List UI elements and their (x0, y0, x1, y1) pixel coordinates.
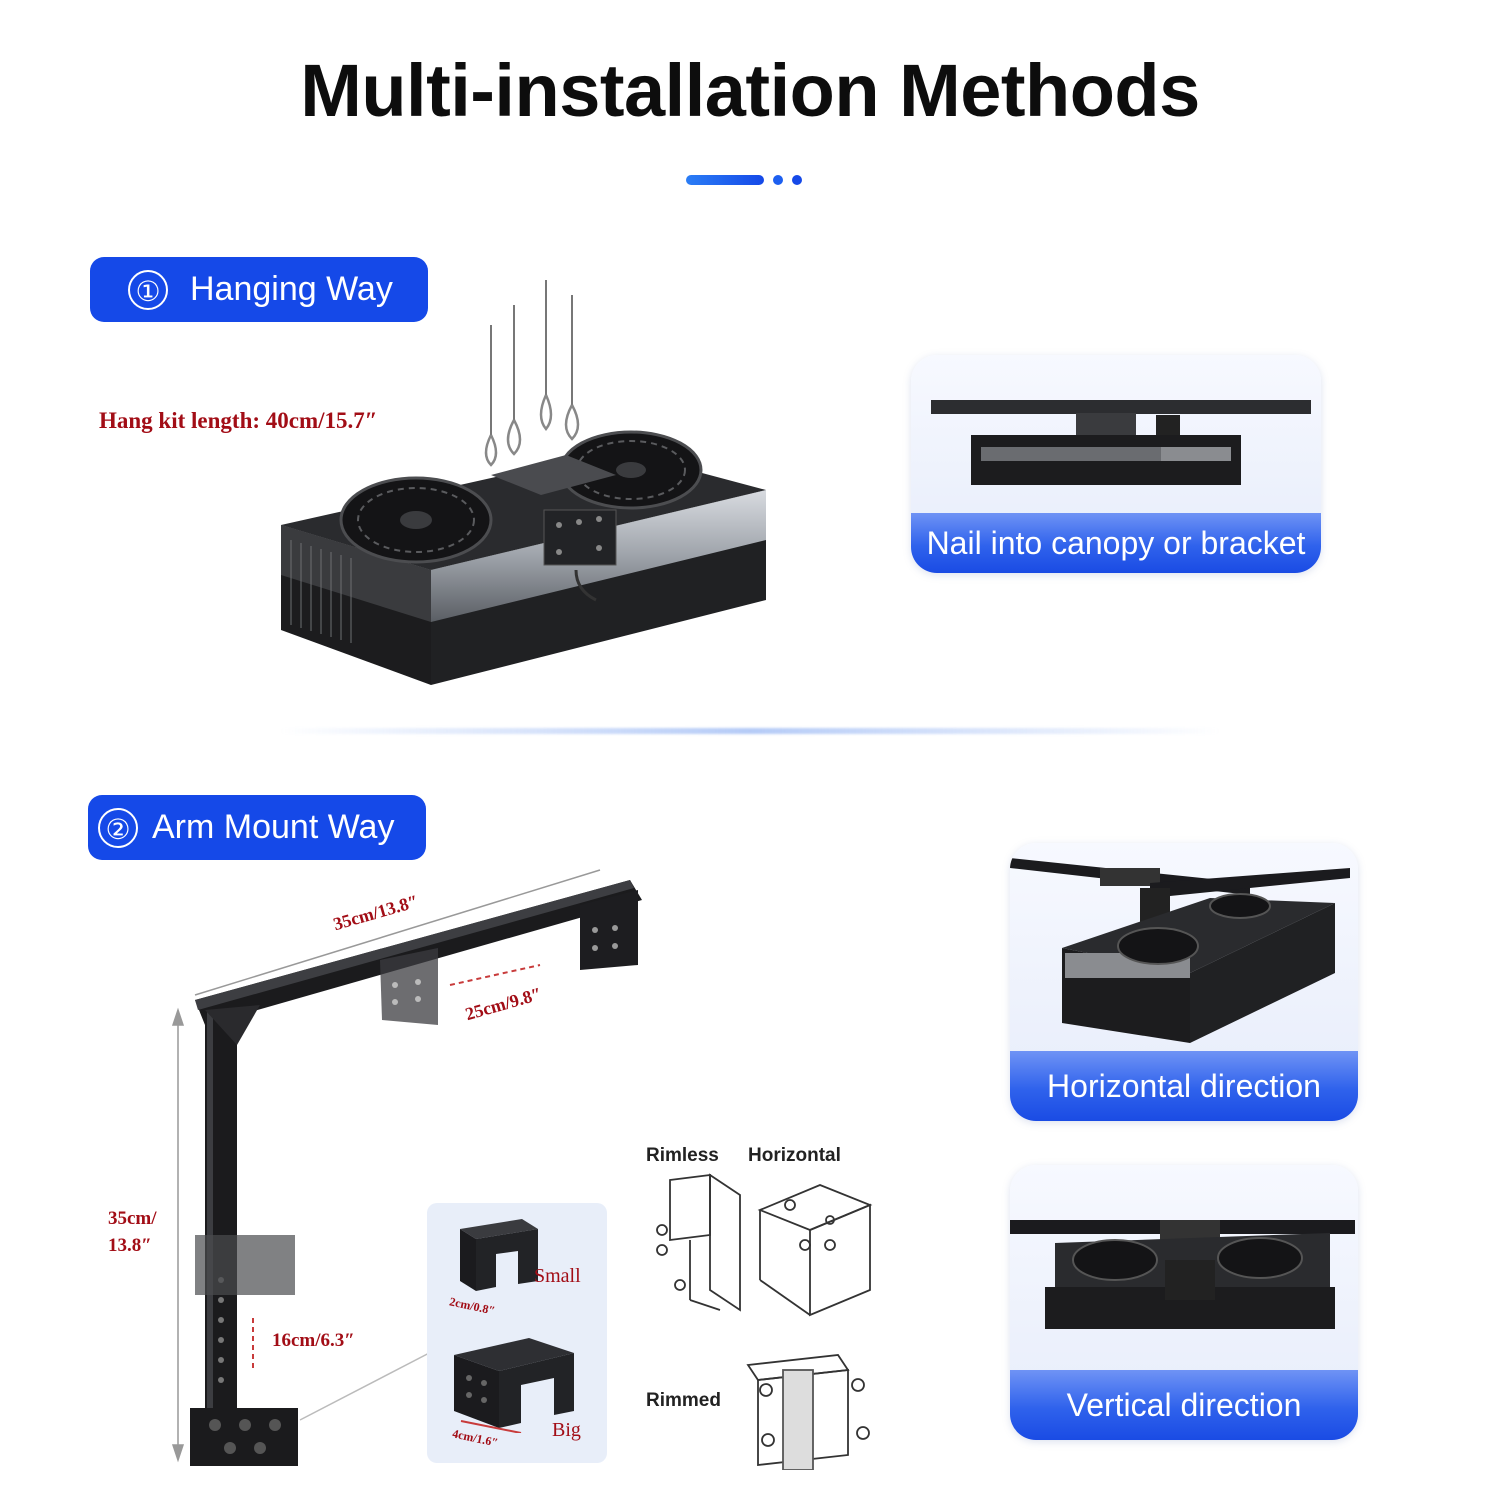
small-clamp-illustration (460, 1219, 538, 1291)
post-height-line1: 35cm/ (108, 1208, 157, 1229)
section-arm-mount-way-badge: ② Arm Mount Way (88, 795, 426, 860)
section-label: Hanging Way (190, 270, 393, 308)
rimless-diagram (656, 1173, 741, 1312)
hanging-light-illustration (281, 280, 766, 685)
section-label: Arm Mount Way (152, 808, 395, 846)
card-nail-into-canopy: Nail into canopy or bracket (911, 355, 1321, 573)
rimmed-label: Rimmed (646, 1390, 721, 1411)
post-height-line2: 13.8″ (108, 1235, 152, 1256)
card-caption: Nail into canopy or bracket (911, 513, 1321, 573)
hang-kit-length-label: Hang kit length: 40cm/15.7″ (99, 408, 378, 433)
title-decoration (686, 175, 802, 185)
vertical-mount-illustration (1010, 1220, 1355, 1329)
clamp-sizes-panel: Small 2cm/0.8″ Big 4cm/1.6″ (427, 1203, 607, 1463)
rimmed-diagram (746, 1354, 870, 1470)
section-number: ① (128, 269, 168, 310)
horizontal-mount-illustration (1010, 858, 1350, 1043)
page-title: Multi-installation Methods (300, 49, 1200, 132)
card-horizontal-direction: Horizontal direction (1010, 843, 1358, 1121)
heatsink-fins (290, 540, 352, 643)
small-clamp-label: Small (534, 1265, 581, 1287)
rimless-horizontal-diagrams (656, 1173, 873, 1317)
dimension-lines (171, 869, 601, 1463)
card-caption: Horizontal direction (1010, 1051, 1358, 1121)
hanging-wires (490, 280, 573, 435)
horizontal-label: Horizontal (748, 1145, 841, 1166)
rimless-label: Rimless (646, 1145, 719, 1166)
wire-hooks (484, 394, 580, 467)
post-height-label: 35cm/ 13.8″ (108, 1205, 157, 1259)
canopy-mount-illustration (931, 400, 1311, 485)
horizontal-diagram (757, 1184, 873, 1317)
arm-mount-illustration (171, 869, 642, 1466)
section-number: ② (98, 807, 138, 848)
fan-icon (339, 476, 493, 564)
section-hanging-way-badge: ① Hanging Way (90, 257, 428, 322)
big-clamp-label: Big (552, 1419, 581, 1441)
big-clamp-illustration (454, 1338, 574, 1433)
card-vertical-direction: Vertical direction (1010, 1165, 1358, 1440)
adjust-range-label: 16cm/6.3″ (272, 1330, 355, 1351)
section-divider (280, 728, 1220, 734)
card-caption: Vertical direction (1010, 1370, 1358, 1440)
